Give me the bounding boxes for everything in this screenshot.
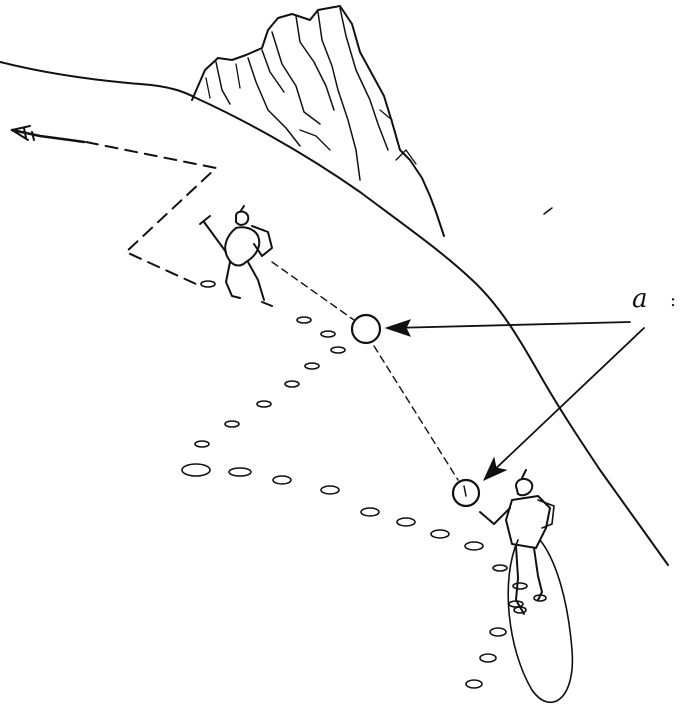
slope-mark [543, 207, 553, 215]
label-a: a [632, 284, 648, 314]
sight-line [271, 261, 459, 481]
footprints [181, 280, 528, 689]
climber-lower [479, 469, 555, 615]
rock-cliff [191, 5, 445, 237]
compass-icon [350, 313, 382, 345]
route-arrow-icon [10, 125, 86, 144]
turn-loop [507, 539, 574, 703]
dashed-route [85, 141, 217, 285]
label-a-suffix: : [670, 290, 677, 311]
slope-ridge-line [0, 61, 669, 566]
pointer-arrow-upper [384, 319, 631, 337]
compass-icon [451, 478, 481, 508]
pointer-arrow-lower [482, 327, 645, 482]
climber-upper [199, 205, 273, 307]
